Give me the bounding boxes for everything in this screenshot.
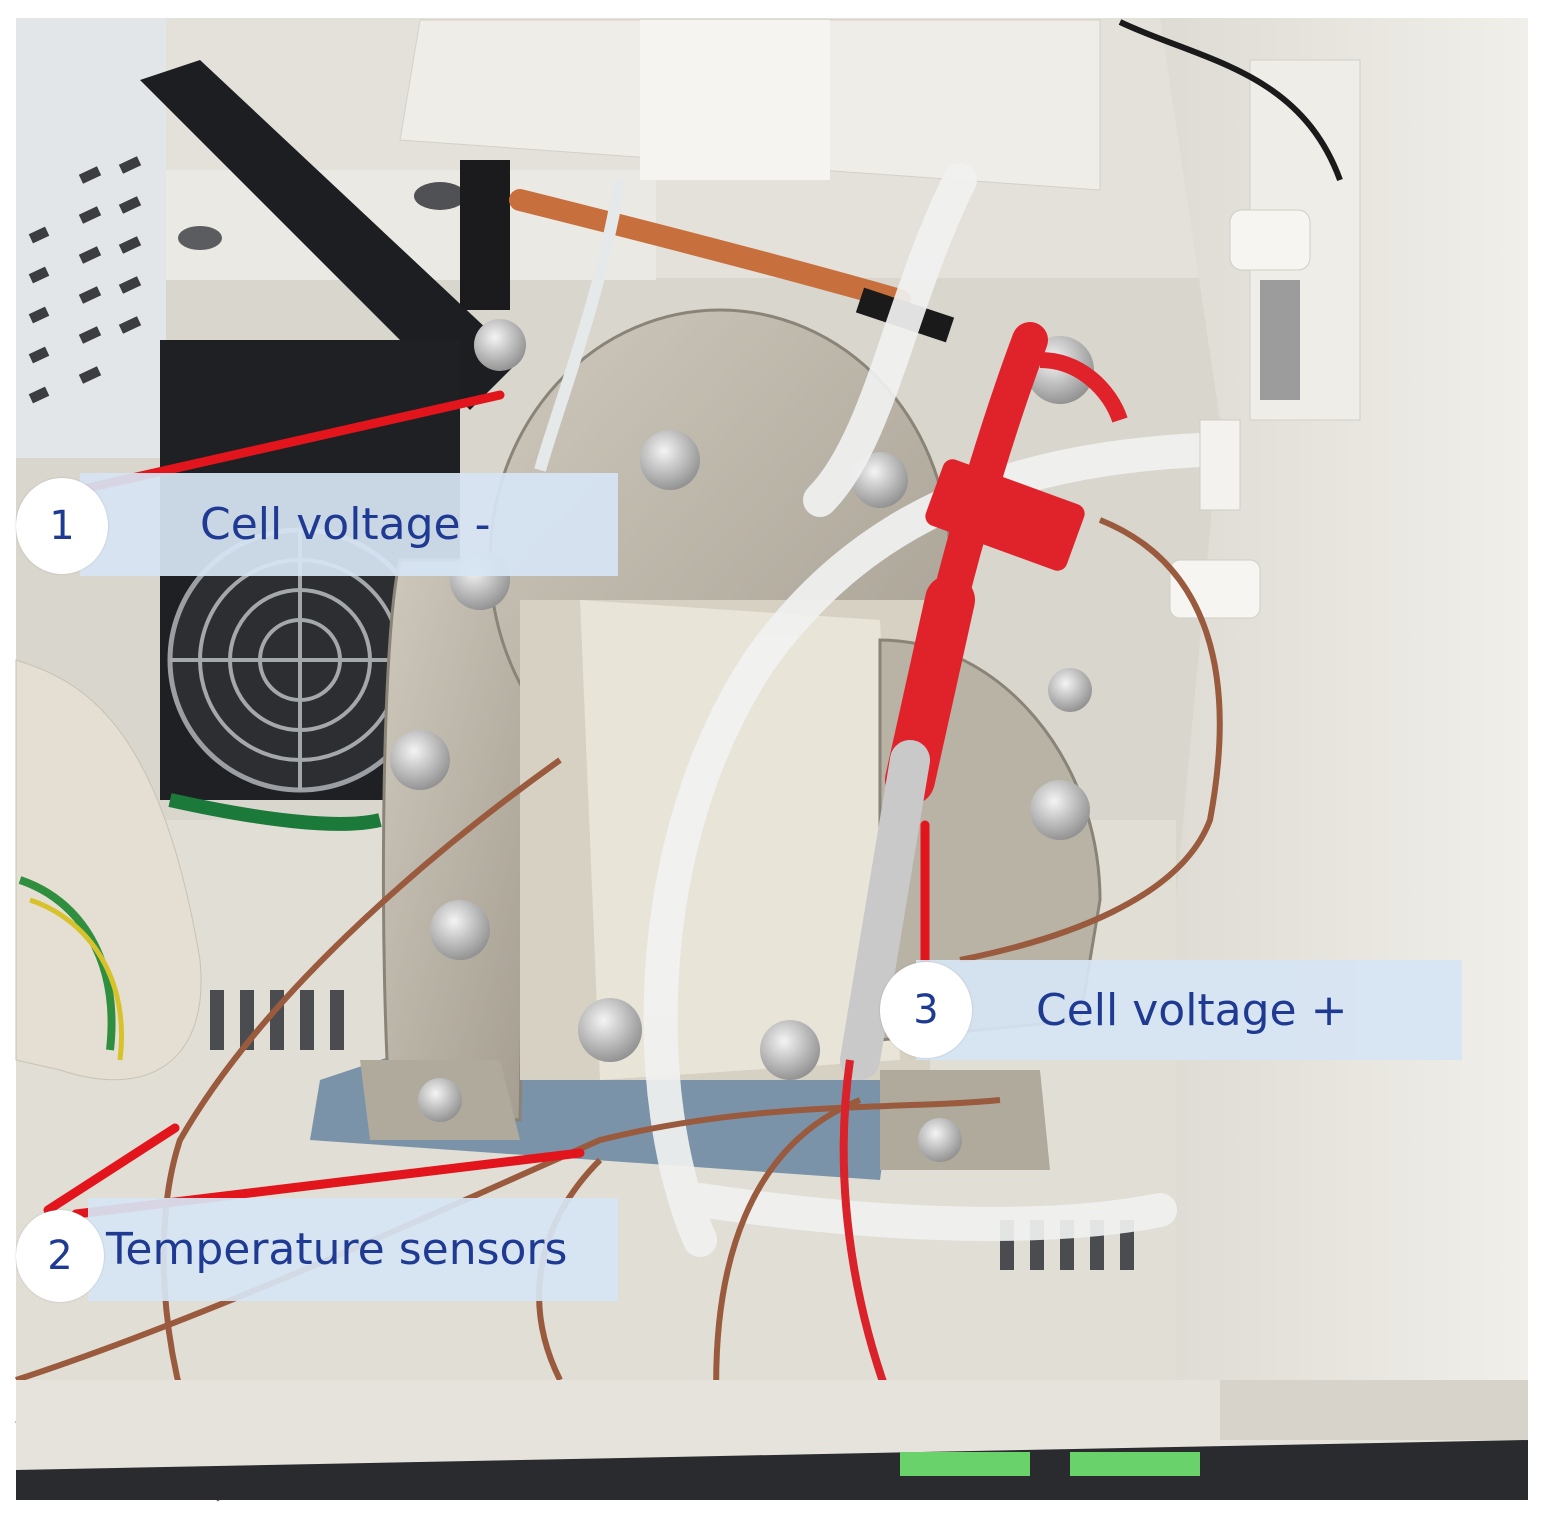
terminal-block: [900, 1452, 1030, 1476]
right-housing: [1120, 18, 1528, 1500]
black-clamp: [140, 60, 520, 410]
terminal-block: [1070, 1452, 1200, 1476]
callout-label-1: Cell voltage -: [80, 473, 618, 576]
callout-label-2-text: Temperature sensors: [106, 1224, 568, 1275]
callout-number-1: 1: [16, 478, 108, 574]
tubing: [643, 163, 1217, 1257]
callout-label-2: Temperature sensors: [88, 1198, 618, 1301]
red-voltage-probe: [839, 322, 1085, 1452]
callout-label-3: Cell voltage +: [916, 960, 1462, 1060]
callout-line-2a: [43, 1123, 180, 1215]
power-supply-unit: [16, 18, 166, 458]
callout-label-1-text: Cell voltage -: [200, 499, 491, 550]
callout-number-3: 3: [880, 962, 972, 1058]
callout-label-3-text: Cell voltage +: [1036, 984, 1348, 1036]
callout-number-2: 2: [16, 1210, 104, 1302]
